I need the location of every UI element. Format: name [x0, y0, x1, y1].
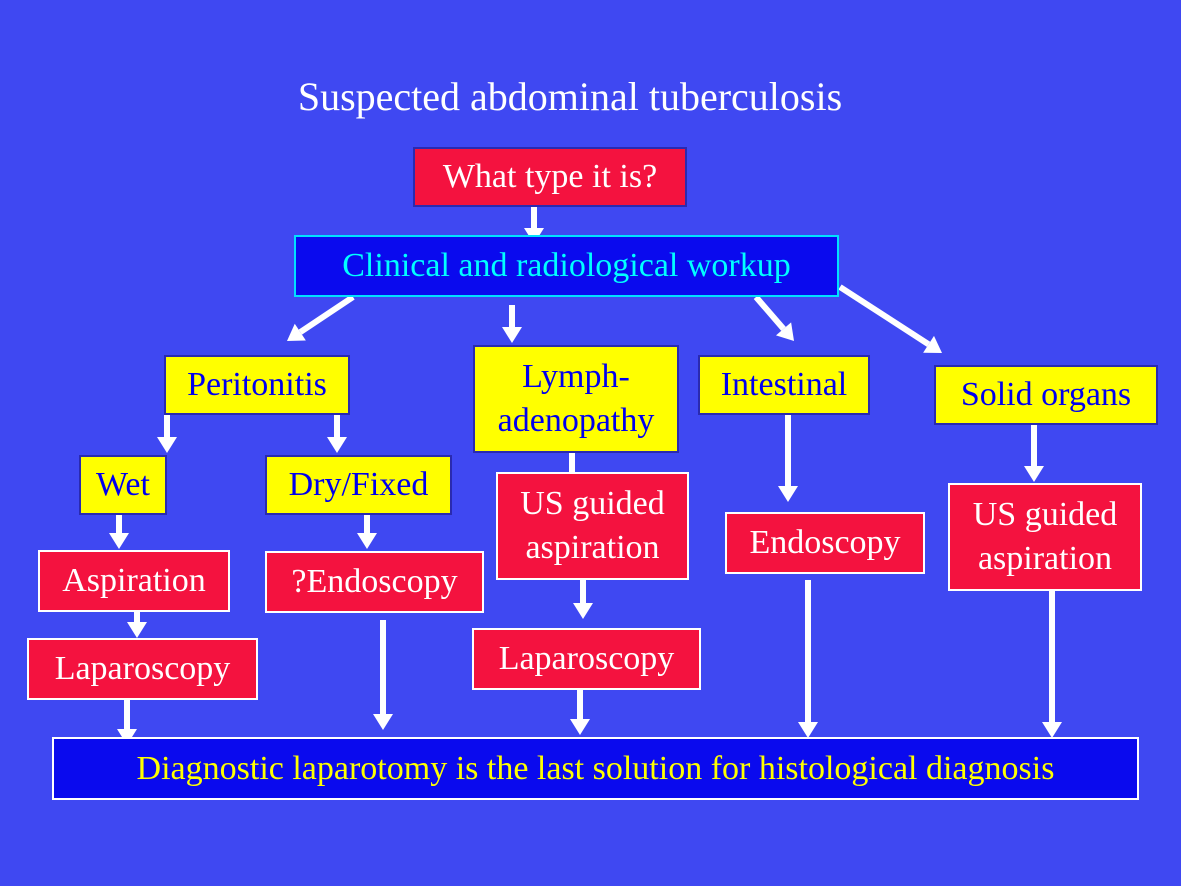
arrow-endoscopy-q-to-final [373, 620, 393, 730]
arrow-aspiration-to-laparoscopy [127, 612, 147, 638]
us-guided-aspiration-lymph-box: US guided aspiration [496, 472, 689, 580]
arrow-workup-to-lymph [502, 305, 522, 343]
arrow-peritonitis-to-wet [157, 415, 177, 453]
workup-box: Clinical and radiological workup [294, 235, 839, 297]
type-question-box: What type it is? [413, 147, 687, 207]
arrow-workup-to-peritonitis [287, 294, 355, 341]
arrow-workup-to-intestinal [753, 295, 794, 341]
intestinal-box: Intestinal [698, 355, 870, 415]
diagnostic-laparotomy-box: Diagnostic laparotomy is the last soluti… [52, 737, 1139, 800]
lymphadenopathy-box: Lymph- adenopathy [473, 345, 679, 453]
arrow-endoscopy-to-final [798, 580, 818, 738]
solid-organs-box: Solid organs [934, 365, 1158, 425]
arrow-solid-to-us [1024, 415, 1044, 482]
arrow-us-solid-to-final [1042, 590, 1062, 738]
endoscopy-question-box: ?Endoscopy [265, 551, 484, 613]
laparoscopy-wet-box: Laparoscopy [27, 638, 258, 700]
peritonitis-box: Peritonitis [164, 355, 350, 415]
arrow-peritonitis-to-dry [327, 415, 347, 453]
arrow-wet-to-aspiration [109, 515, 129, 549]
wet-box: Wet [79, 455, 167, 515]
laparoscopy-lymph-box: Laparoscopy [472, 628, 701, 690]
arrow-us-to-laparoscopy [573, 580, 593, 619]
endoscopy-intestinal-box: Endoscopy [725, 512, 925, 574]
page-title: Suspected abdominal tuberculosis [297, 74, 843, 119]
us-guided-aspiration-solid-box: US guided aspiration [948, 483, 1142, 591]
arrow-intestinal-to-endoscopy [778, 415, 798, 502]
arrow-dry-to-endoscopy [357, 515, 377, 549]
aspiration-box: Aspiration [38, 550, 230, 612]
dry-fixed-box: Dry/Fixed [265, 455, 452, 515]
arrow-workup-to-solid [838, 284, 942, 353]
